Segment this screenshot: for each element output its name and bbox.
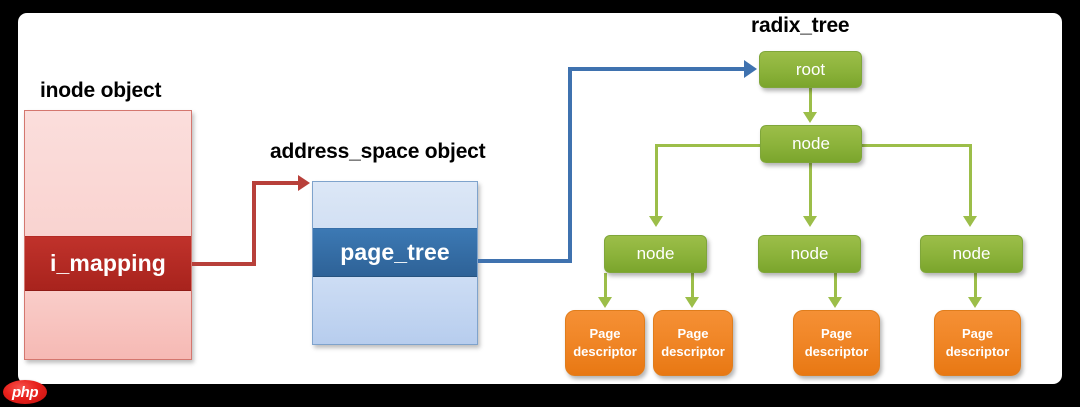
page-descriptor-4-line2: descriptor	[945, 344, 1010, 359]
radix-tree-node-level1[interactable]: node	[760, 125, 862, 163]
page-descriptor-4[interactable]: Page descriptor	[934, 310, 1021, 376]
connector-node-branch-right-h	[860, 144, 972, 147]
connector-i-mapping-segment-h2	[252, 181, 300, 185]
inode-field-i-mapping[interactable]: i_mapping	[25, 236, 191, 291]
address-space-field-page-tree[interactable]: page_tree	[313, 228, 477, 277]
inode-object-box[interactable]: i_mapping	[24, 110, 192, 360]
inode-field-blank-top	[25, 111, 191, 236]
connector-page-tree-segment-v	[568, 67, 572, 263]
connector-node2-3-to-leaf-4	[974, 273, 977, 299]
address-space-field-blank-top	[313, 182, 477, 228]
arrowhead-node2-2-to-leaf-3	[828, 297, 842, 308]
connector-node-branch-left-v	[655, 144, 658, 218]
radix-tree-node-level2-3[interactable]: node	[920, 235, 1023, 273]
radix-tree-node-level2-2[interactable]: node	[758, 235, 861, 273]
page-descriptor-4-line1: Page	[961, 326, 994, 342]
radix-tree-label: radix_tree	[751, 14, 850, 37]
connector-i-mapping-segment-h1	[192, 262, 256, 266]
page-descriptor-1[interactable]: Page descriptor	[565, 310, 645, 376]
arrowhead-node2-1-to-leaf-2	[685, 297, 699, 308]
arrowhead-node2-3-to-leaf-4	[968, 297, 982, 308]
connector-page-tree-segment-h1	[478, 259, 572, 263]
page-descriptor-1-text: Page descriptor	[573, 325, 637, 360]
php-watermark-logo: php	[3, 380, 47, 404]
connector-i-mapping-segment-v	[252, 181, 256, 266]
connector-node-branch-mid-v	[809, 163, 812, 218]
arrowhead-root-to-node	[803, 112, 817, 123]
diagram-panel	[18, 13, 1062, 384]
arrowhead-node-to-child-left	[649, 216, 663, 227]
page-descriptor-3-line2: descriptor	[804, 344, 869, 359]
page-descriptor-2-line1: Page	[677, 326, 709, 342]
connector-page-tree-segment-h2	[568, 67, 746, 71]
page-descriptor-1-line1: Page	[589, 326, 621, 342]
page-descriptor-2-line2: descriptor	[661, 344, 725, 359]
address-space-field-blank-bottom	[313, 277, 477, 344]
page-descriptor-3[interactable]: Page descriptor	[793, 310, 880, 376]
page-descriptor-2-text: Page descriptor	[661, 325, 725, 360]
connector-node2-2-to-leaf-3	[834, 273, 837, 299]
inode-field-blank-bottom	[25, 291, 191, 359]
page-descriptor-4-text: Page descriptor	[946, 325, 1010, 360]
arrowhead-i-mapping-to-address-space	[298, 175, 310, 191]
address-space-object-box[interactable]: page_tree	[312, 181, 478, 345]
page-descriptor-1-line2: descriptor	[573, 344, 637, 359]
radix-tree-node-level2-1[interactable]: node	[604, 235, 707, 273]
arrowhead-node-to-child-right	[963, 216, 977, 227]
connector-root-to-node	[809, 88, 812, 114]
address-space-object-label: address_space object	[270, 140, 486, 163]
page-descriptor-3-line1: Page	[820, 326, 853, 342]
arrowhead-node-to-child-mid	[803, 216, 817, 227]
arrowhead-page-tree-to-root	[744, 60, 757, 78]
connector-node-branch-left-h	[655, 144, 762, 147]
radix-tree-root-box[interactable]: root	[759, 51, 862, 88]
connector-node-branch-right-v	[969, 144, 972, 218]
page-descriptor-2[interactable]: Page descriptor	[653, 310, 733, 376]
connector-node2-1-to-leaf-1	[604, 273, 607, 299]
connector-node2-1-to-leaf-2	[691, 273, 694, 299]
inode-object-label: inode object	[40, 79, 162, 102]
arrowhead-node2-1-to-leaf-1	[598, 297, 612, 308]
page-descriptor-3-text: Page descriptor	[805, 325, 869, 360]
